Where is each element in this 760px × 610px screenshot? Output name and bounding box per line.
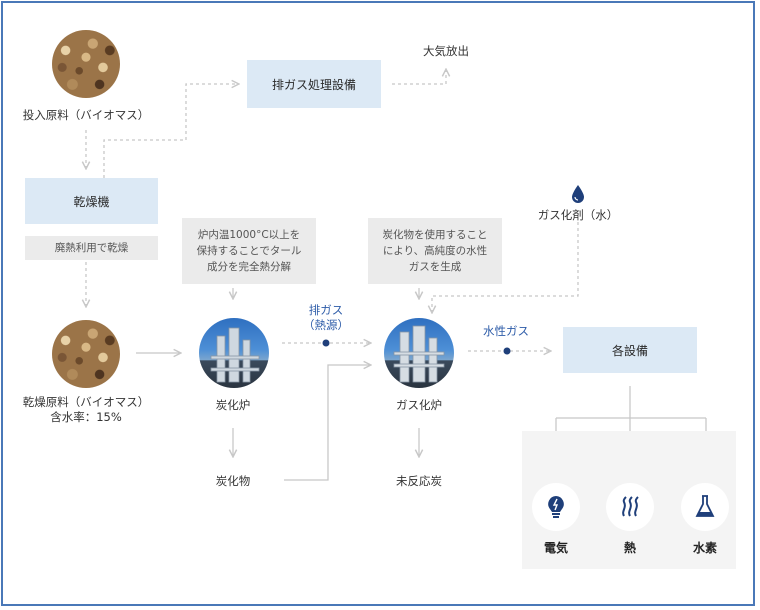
electricity-output <box>532 483 580 531</box>
hydrogen-label: 水素 <box>692 541 717 555</box>
water-drop-icon <box>572 185 584 203</box>
gasifying-agent-label: ガス化剤（水） <box>537 208 619 222</box>
gasification-furnace-label: ガス化炉 <box>396 398 442 412</box>
char-label: 炭化物 <box>215 474 251 488</box>
electricity-label: 電気 <box>543 541 568 555</box>
water-gas-dot <box>503 347 511 355</box>
raw-material-label: 投入原料（バイオマス） <box>22 108 150 122</box>
dried-material-label: 乾燥原料（バイオマス）含水率：15% <box>22 395 150 424</box>
exhaust-treatment-box: 排ガス処理設備 <box>247 60 381 108</box>
heat-output <box>606 483 654 531</box>
dried-biomass-image <box>52 320 120 388</box>
carbonization-furnace-image <box>199 318 269 388</box>
flask-icon <box>695 495 715 517</box>
lightbulb-icon <box>548 496 564 518</box>
hydrogen-output <box>681 483 729 531</box>
exhaust-gas-heat-label: 排ガス （熱源） <box>303 303 349 332</box>
water-gas-label: 水性ガス <box>483 324 529 338</box>
exhaust-dot <box>322 339 330 347</box>
carbonization-furnace-label: 炭化炉 <box>215 398 251 412</box>
heat-label: 熱 <box>623 541 636 555</box>
heat-flame-icon <box>622 496 639 517</box>
gasification-note: 炭化物を使用すること により、高純度の水性 ガスを生成 <box>368 218 502 284</box>
plant-structure-icon <box>210 327 260 383</box>
gasification-furnace-image <box>384 318 454 388</box>
raw-biomass-image <box>52 30 120 98</box>
facilities-box: 各設備 <box>563 327 697 373</box>
carbonization-note: 炉内温1000°C以上を 保持することでタール 成分を完全熱分解 <box>182 218 316 284</box>
dryer-box: 乾燥機 <box>25 178 158 224</box>
unreacted-char-label: 未反応炭 <box>396 474 442 488</box>
waste-heat-note: 廃熱利用で乾燥 <box>25 236 158 260</box>
plant-structure-icon <box>393 325 445 383</box>
atmosphere-release-label: 大気放出 <box>423 44 469 58</box>
